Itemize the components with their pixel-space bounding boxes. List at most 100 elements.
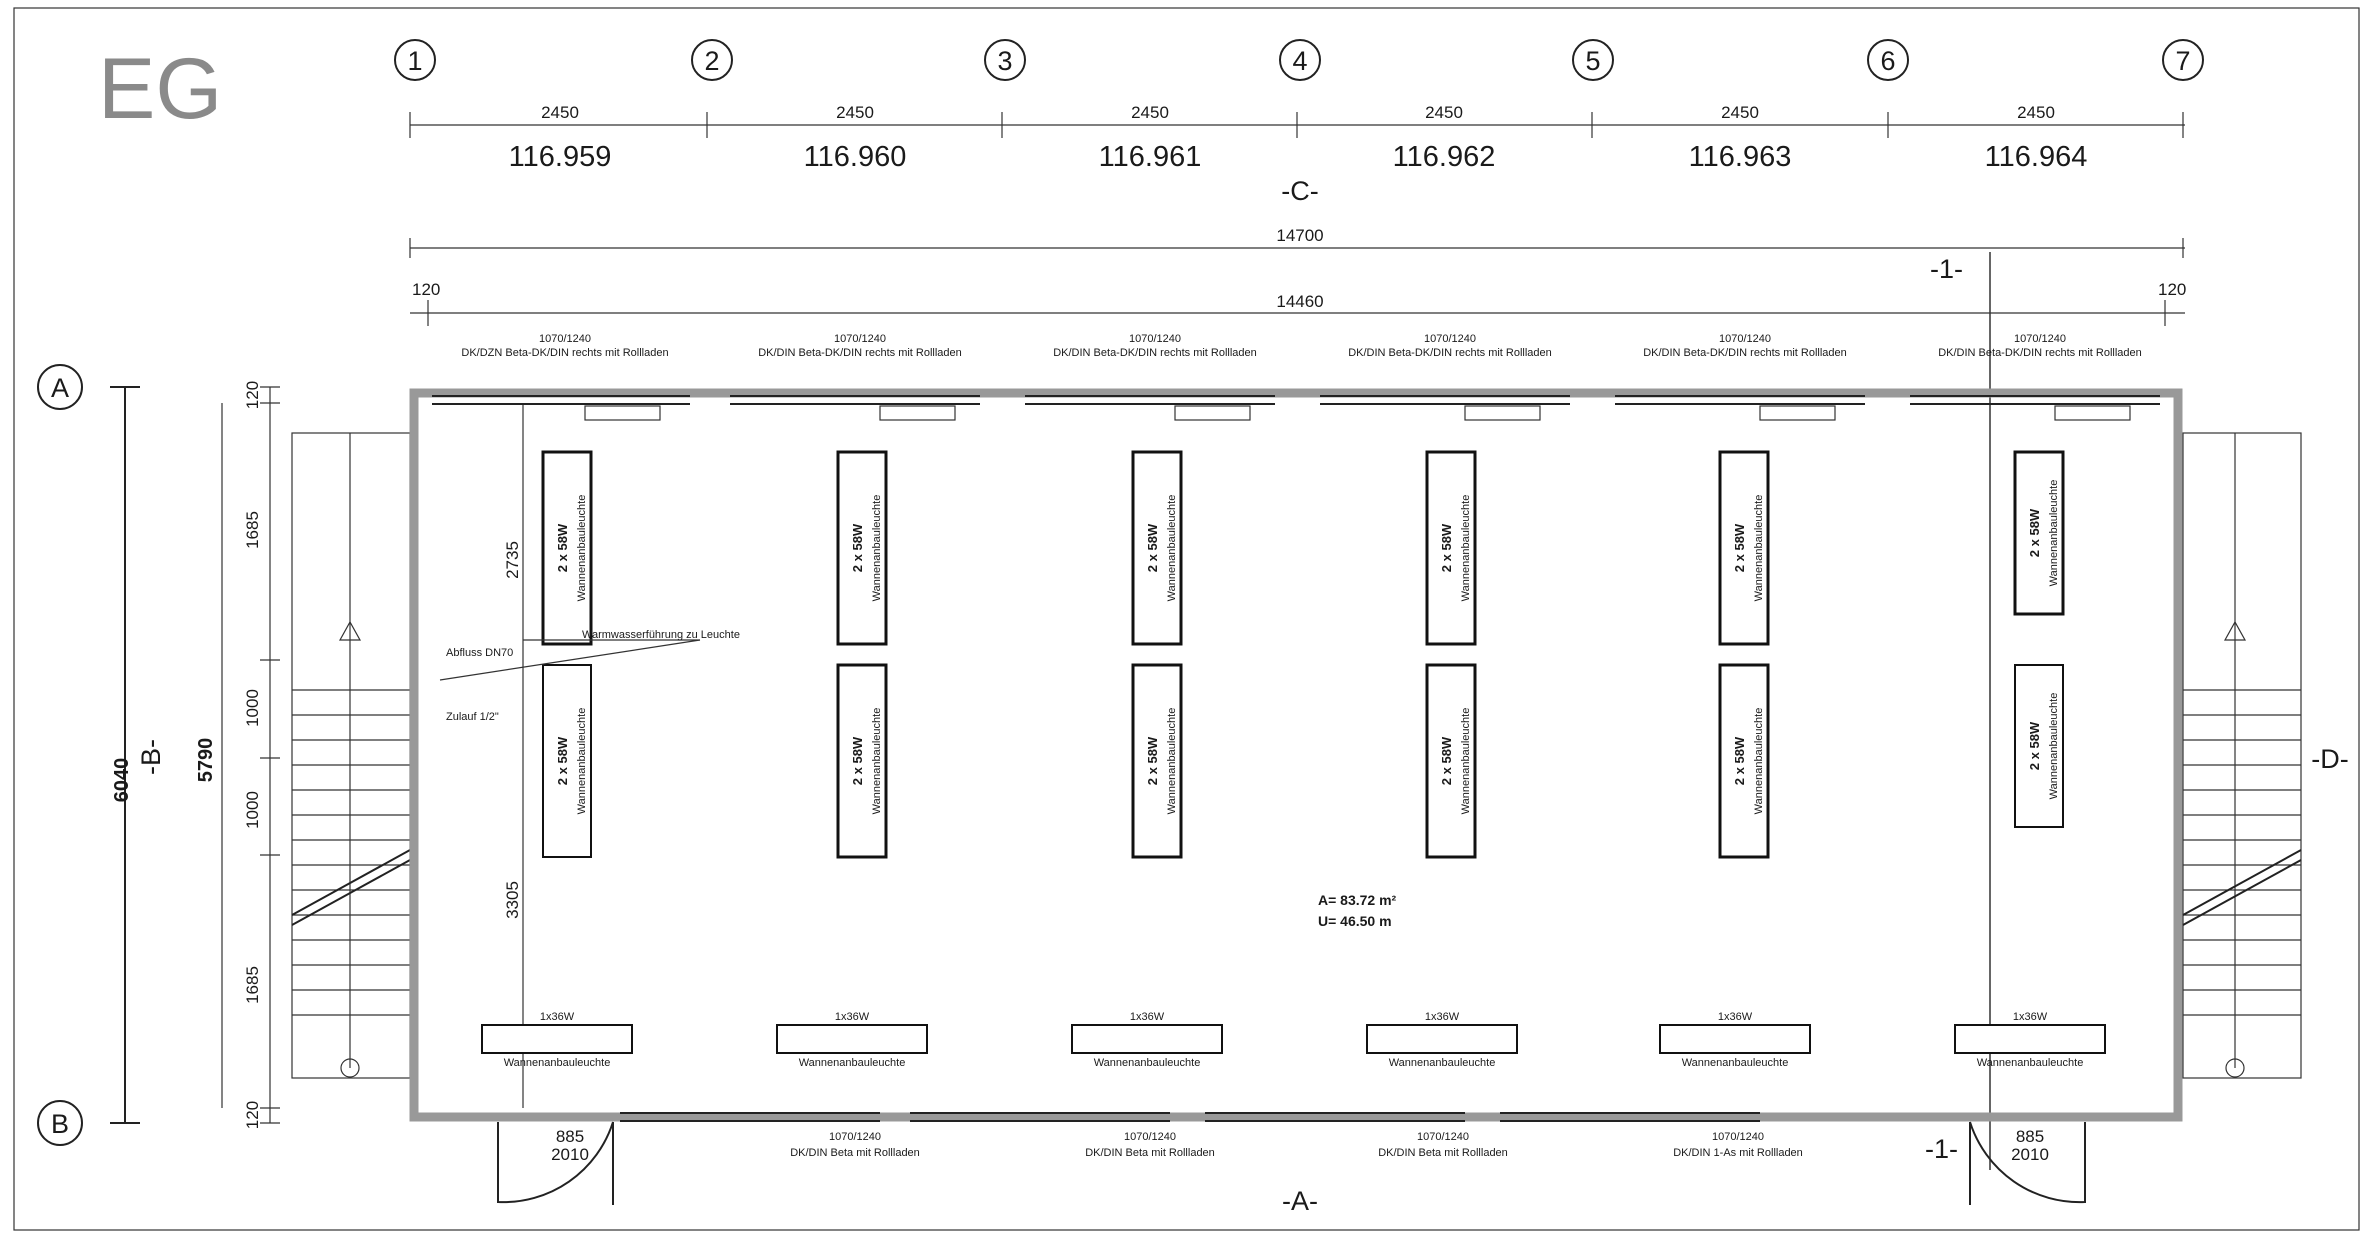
window-top-6: 1070/1240 DK/DIN Beta-DK/DIN rechts mit … [1910, 333, 2160, 405]
interior-dimension-lower: 3305 [503, 881, 522, 919]
window-top-1-desc: DK/DZN Beta-DK/DIN rechts mit Rollladen [461, 347, 668, 359]
module-number-3: 116.961 [1099, 141, 1202, 173]
ceiling-lamp-top-3: 2 x 58W Wannenanbauleuchte [1131, 450, 1183, 646]
section-marker-a: -A- [1282, 1186, 1318, 1216]
door-left-width: 885 [556, 1127, 584, 1146]
ceiling-lamp-top-5-type: Wannenanbauleuchte [1753, 495, 1765, 602]
left-dimension-chain: 6040 5790 -B- 120 1685 1000 1000 1685 12… [110, 381, 280, 1129]
window-top-1: 1070/1240 DK/DZN Beta-DK/DIN rechts mit … [432, 333, 690, 405]
window-top-5-size: 1070/1240 [1719, 333, 1771, 345]
grid-column-2-label: 2 [704, 46, 719, 76]
window-bottom-4-desc: DK/DIN 1-As mit Rollladen [1673, 1147, 1803, 1159]
edge-offset-left: 120 [412, 280, 440, 299]
wall-lamp-4-power: 1x36W [1425, 1011, 1460, 1023]
ceiling-lamp-bottom-3: 2 x 58W Wannenanbauleuchte [1131, 663, 1183, 859]
grid-column-markers: 1 2 3 4 5 6 7 [394, 39, 2204, 81]
ceiling-lamp-top-6-power: 2 x 58W [2027, 508, 2042, 557]
ceiling-lamp-top-1-type: Wannenanbauleuchte [576, 495, 588, 602]
building-outline [409, 388, 2183, 1122]
ceiling-lamp-top-4: 2 x 58W Wannenanbauleuchte [1425, 450, 1477, 646]
ceiling-lamp-bottom-6: 2 x 58W Wannenanbauleuchte [2014, 664, 2064, 828]
window-top-5-desc: DK/DIN Beta-DK/DIN rechts mit Rollladen [1643, 347, 1847, 359]
dim-top-edge: 120 [243, 381, 262, 409]
wall-lamps: 1x36W Wannenanbauleuchte 1x36W Wannenanbau… [481, 1011, 2106, 1069]
wall-lamp-4-type: Wannenanbauleuchte [1389, 1057, 1496, 1069]
window-top-6-size: 1070/1240 [2014, 333, 2066, 345]
lamp-row-bottom: 2 x 58W Wannenanbauleuchte 2 x 58W Wanne… [542, 663, 2064, 859]
grid-column-1: 1 [394, 39, 436, 81]
ceiling-lamp-bottom-5-type: Wannenanbauleuchte [1753, 708, 1765, 815]
window-bottom-2-desc: DK/DIN Beta mit Rollladen [1085, 1147, 1215, 1159]
section-marker-c: -C- [1281, 176, 1318, 206]
window-top-4-desc: DK/DIN Beta-DK/DIN rechts mit Rollladen [1348, 347, 1552, 359]
ceiling-lamp-top-3-type: Wannenanbauleuchte [1166, 495, 1178, 602]
window-bottom-1-desc: DK/DIN Beta mit Rollladen [790, 1147, 920, 1159]
door-right-width: 885 [2016, 1127, 2044, 1146]
ceiling-lamp-top-1: 2 x 58W Wannenanbauleuchte [541, 450, 593, 646]
grid-column-2: 2 [691, 39, 733, 81]
wall-lamp-6-type: Wannenanbauleuchte [1977, 1057, 2084, 1069]
ceiling-lamp-bottom-4-type: Wannenanbauleuchte [1460, 708, 1472, 815]
room-area: A= 83.72 m² [1318, 892, 1397, 908]
grid-column-7: 7 [2162, 39, 2204, 81]
grid-column-6: 6 [1867, 39, 1909, 81]
window-bottom-3-size: 1070/1240 [1417, 1131, 1469, 1143]
module-number-2: 116.960 [804, 141, 907, 173]
ceiling-lamp-top-2: 2 x 58W Wannenanbauleuchte [836, 450, 888, 646]
service-notes: Warmwasserführung zu Leuchte Abfluss DN7… [439, 629, 740, 723]
window-top-3-size: 1070/1240 [1129, 333, 1181, 345]
span-dimension-4: 2450 [1425, 103, 1463, 122]
wall-lamp-1-power: 1x36W [540, 1011, 575, 1023]
wall-lamp-2-power: 1x36W [835, 1011, 870, 1023]
ceiling-lamp-bottom-2-power: 2 x 58W [850, 736, 865, 785]
left-stair [291, 432, 411, 1079]
edge-offset-right: 120 [2158, 280, 2186, 299]
window-top-2-size: 1070/1240 [834, 333, 886, 345]
door-left: 885 2010 [497, 1121, 614, 1205]
wall-lamp-3-type: Wannenanbauleuchte [1094, 1057, 1201, 1069]
door-left-height: 2010 [551, 1145, 589, 1164]
ceiling-lamp-top-4-power: 2 x 58W [1439, 523, 1454, 572]
span-dimension-6: 2450 [2017, 103, 2055, 122]
ceiling-lamp-bottom-2: 2 x 58W Wannenanbauleuchte [836, 663, 888, 859]
ceiling-lamp-bottom-1-type: Wannenanbauleuchte [576, 708, 588, 815]
ceiling-lamp-top-4-type: Wannenanbauleuchte [1460, 495, 1472, 602]
wall-lamp-2-type: Wannenanbauleuchte [799, 1057, 906, 1069]
note-inlet: Zulauf 1/2" [446, 711, 499, 723]
window-bottom-2-size: 1070/1240 [1124, 1131, 1176, 1143]
grid-column-5: 5 [1572, 39, 1614, 81]
wall-lamp-4: 1x36W Wannenanbauleuchte [1366, 1011, 1518, 1069]
grid-column-1-label: 1 [407, 46, 422, 76]
window-bottom-1-size: 1070/1240 [829, 1131, 881, 1143]
interior-dimension-upper: 2735 [503, 541, 522, 579]
inner-depth-dimension: 5790 [195, 738, 217, 783]
grid-column-7-label: 7 [2175, 46, 2190, 76]
grid-column-6-label: 6 [1880, 46, 1895, 76]
top-windows: 1070/1240 DK/DZN Beta-DK/DIN rechts mit … [432, 333, 2160, 421]
inner-length-dimension: 14460 [1276, 292, 1323, 311]
ceiling-lamp-top-6-type: Wannenanbauleuchte [2048, 480, 2060, 587]
dim-middle-lower: 1000 [243, 791, 262, 829]
wall-lamp-5-power: 1x36W [1718, 1011, 1753, 1023]
window-top-5: 1070/1240 DK/DIN Beta-DK/DIN rechts mit … [1615, 333, 1865, 405]
dim-upper-span: 1685 [243, 511, 262, 549]
span-dimension-5: 2450 [1721, 103, 1759, 122]
ceiling-lamp-bottom-3-type: Wannenanbauleuchte [1166, 708, 1178, 815]
grid-column-3: 3 [984, 39, 1026, 81]
overall-depth-dimension: 6040 [111, 758, 133, 803]
ceiling-lamp-bottom-6-type: Wannenanbauleuchte [2048, 693, 2060, 800]
grid-column-4-label: 4 [1292, 46, 1307, 76]
ceiling-lamp-bottom-5: 2 x 58W Wannenanbauleuchte [1718, 663, 1770, 859]
window-top-4: 1070/1240 DK/DIN Beta-DK/DIN rechts mit … [1320, 333, 1570, 405]
window-bottom-3-desc: DK/DIN Beta mit Rollladen [1378, 1147, 1508, 1159]
window-top-6-desc: DK/DIN Beta-DK/DIN rechts mit Rollladen [1938, 347, 2142, 359]
note-warmwater: Warmwasserführung zu Leuchte [582, 629, 740, 641]
overall-length-dimension: 14700 [1276, 226, 1323, 245]
room-perimeter: U= 46.50 m [1318, 913, 1392, 929]
grid-row-b-label: B [51, 1109, 69, 1139]
door-right-height: 2010 [2011, 1145, 2049, 1164]
